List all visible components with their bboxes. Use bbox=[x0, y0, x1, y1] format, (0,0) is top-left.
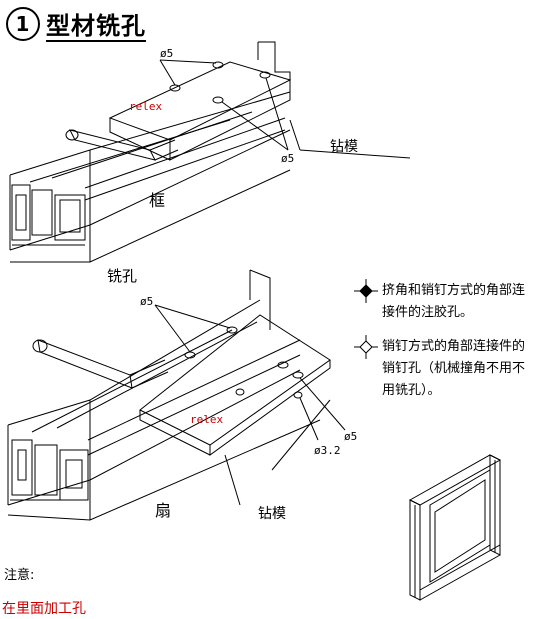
milling-label: 铣孔 bbox=[107, 267, 138, 285]
note-1-line-2: 接件的注胶孔。 bbox=[382, 305, 474, 320]
sash-profile-drawing bbox=[7, 269, 346, 521]
sash-dia-small-label: ø3.2 bbox=[314, 444, 341, 457]
sash-dia-right-label: ø5 bbox=[344, 430, 358, 443]
frame-profile-drawing bbox=[9, 41, 411, 263]
note-text: 在里面加工孔 bbox=[2, 601, 86, 617]
frame-dia-right-label: ø5 bbox=[281, 152, 295, 165]
sash-dia-top-label: ø5 bbox=[140, 295, 154, 308]
note-1: 挤角和销钉方式的角部连 接件的注胶孔。 bbox=[382, 280, 525, 324]
sash-jig-label: 钻模 bbox=[258, 506, 286, 522]
frame-relex-label: relex bbox=[129, 100, 163, 113]
section-number: 1 bbox=[6, 6, 40, 41]
frame-jig-label: 钻模 bbox=[330, 139, 358, 155]
sash-relex-label: relex bbox=[190, 413, 224, 426]
diamond-cross-filled-icon bbox=[354, 279, 378, 303]
sash-label: 扇 bbox=[155, 501, 172, 520]
frame-dia-top-label: ø5 bbox=[160, 47, 174, 60]
note-label: 注意: bbox=[4, 568, 35, 583]
note-2: 销钉方式的角部连接件的 销钉孔（机械撞角不用不 用铣孔）。 bbox=[382, 336, 525, 402]
frame-label: 框 bbox=[149, 191, 166, 210]
window-frame-drawing bbox=[408, 454, 502, 601]
diamond-cross-open-icon bbox=[354, 335, 378, 359]
note-2-line-1: 销钉方式的角部连接件的 bbox=[382, 339, 526, 354]
note-1-line-1: 挤角和销钉方式的角部连 bbox=[382, 283, 526, 298]
note-2-line-2: 销钉孔（机械撞角不用不 bbox=[382, 361, 526, 376]
section-title-text: 型材铣孔 bbox=[46, 12, 146, 42]
note-icons bbox=[354, 279, 378, 359]
note-2-line-3: 用铣孔）。 bbox=[382, 383, 441, 398]
